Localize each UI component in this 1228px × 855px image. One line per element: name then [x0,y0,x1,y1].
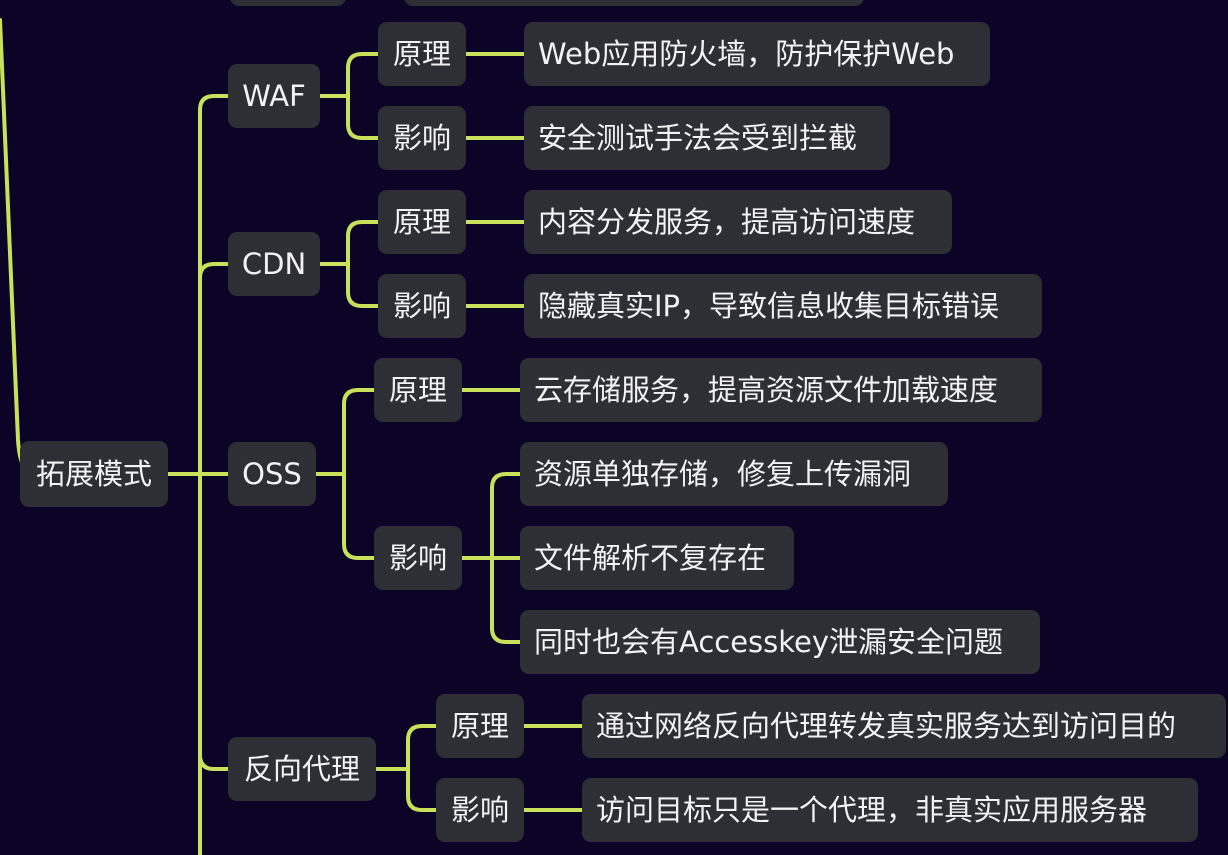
node-reverse-proxy[interactable]: 反向代理 [228,737,376,801]
node-cdn-impact-text[interactable]: 隐藏真实IP，导致信息收集目标错误 [524,274,1042,338]
node-root[interactable]: 拓展模式 [20,441,168,507]
node-cdn[interactable]: CDN [228,232,320,296]
node-waf[interactable]: WAF [228,64,320,128]
node-cdn-principle-text[interactable]: 内容分发服务，提高访问速度 [524,190,952,254]
connector [346,290,380,308]
connector [0,18,32,472]
node-cdn-principle[interactable]: 原理 [378,190,466,254]
connector [342,542,376,560]
node-proxy-principle-text[interactable]: 通过网络反向代理转发真实服务达到访问目的 [582,694,1226,758]
node-oss-impact[interactable]: 影响 [374,526,462,590]
node-oss-principle[interactable]: 原理 [374,358,462,422]
node-oss-impact-text-3[interactable]: 同时也会有Accesskey泄漏安全问题 [520,610,1040,674]
clipped-node [404,0,864,6]
node-oss-impact-text-1[interactable]: 资源单独存储，修复上传漏洞 [520,442,948,506]
connector [198,94,230,112]
node-waf-impact-text[interactable]: 安全测试手法会受到拦截 [524,106,890,170]
node-proxy-principle[interactable]: 原理 [436,694,524,758]
node-proxy-impact-text[interactable]: 访问目标只是一个代理，非真实应用服务器 [582,778,1198,842]
connector [342,388,376,406]
connector [346,122,380,140]
connector [406,794,438,812]
clipped-node [230,0,346,6]
connector [406,724,438,742]
connector [198,262,230,280]
connector [346,220,380,238]
connector [198,753,230,771]
node-oss-impact-text-2[interactable]: 文件解析不复存在 [520,526,794,590]
node-waf-principle[interactable]: 原理 [378,22,466,86]
connector [346,52,380,70]
node-waf-principle-text[interactable]: Web应用防火墙，防护保护Web [524,22,990,86]
node-oss-principle-text[interactable]: 云存储服务，提高资源文件加载速度 [520,358,1042,422]
node-proxy-impact[interactable]: 影响 [436,778,524,842]
node-oss[interactable]: OSS [228,442,316,506]
connector [490,472,522,490]
node-cdn-impact[interactable]: 影响 [378,274,466,338]
node-waf-impact[interactable]: 影响 [378,106,466,170]
connector [490,626,522,644]
